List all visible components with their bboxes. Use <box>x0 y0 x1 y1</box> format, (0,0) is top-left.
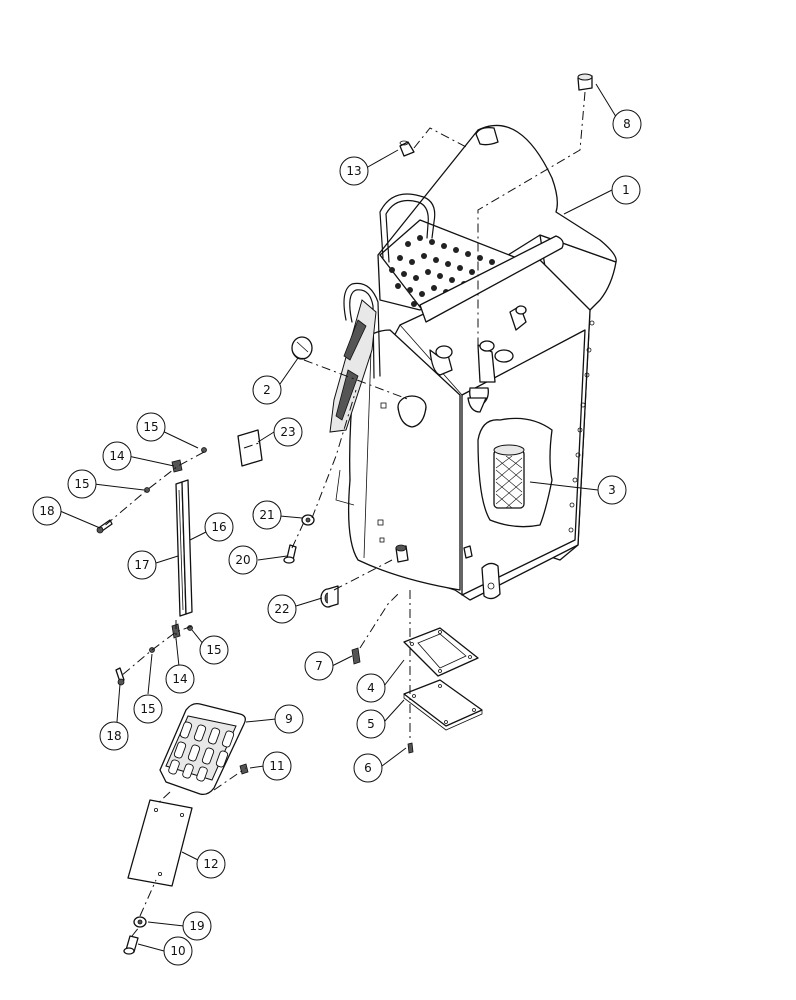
part-2-cap <box>291 336 313 360</box>
callout-19: 19 <box>182 911 212 941</box>
callout-11: 11 <box>262 751 292 781</box>
part-11-screw <box>239 763 249 775</box>
callout-label: 20 <box>235 553 250 567</box>
callout-15-bottom: 15 <box>133 694 163 724</box>
callout-label: 15 <box>74 477 89 491</box>
callout-22: 22 <box>267 594 297 624</box>
part-4-gasket <box>403 627 479 677</box>
centerlines <box>101 91 586 937</box>
callout-label: 14 <box>109 449 124 463</box>
part-6-screw <box>407 742 414 754</box>
callout-label: 18 <box>39 504 54 518</box>
part-14-clip-upper <box>171 459 183 473</box>
part-18-screw-lower <box>115 667 125 686</box>
callout-label: 23 <box>280 425 295 439</box>
callout-10: 10 <box>163 936 193 966</box>
part-5-cover-plate <box>403 679 483 731</box>
callout-label: 18 <box>106 729 121 743</box>
part-9-step <box>159 702 246 796</box>
callout-label: 8 <box>623 117 631 131</box>
part-23-decal <box>237 429 263 467</box>
part-3-filter <box>477 417 553 528</box>
callout-label: 9 <box>285 712 293 726</box>
callout-15-top: 15 <box>136 412 166 442</box>
callout-14-lower: 14 <box>165 664 195 694</box>
callout-17: 17 <box>127 550 157 580</box>
part-1-tank-housing <box>329 124 617 601</box>
callout-label: 12 <box>203 857 218 871</box>
callout-7: 7 <box>304 651 334 681</box>
callout-2: 2 <box>252 375 282 405</box>
part-10-bolt <box>123 935 139 955</box>
callout-4: 4 <box>356 673 386 703</box>
callout-label: 11 <box>269 759 284 773</box>
callout-5: 5 <box>356 709 386 739</box>
callout-label: 14 <box>172 672 187 686</box>
callout-15-right: 15 <box>199 635 229 665</box>
callout-6: 6 <box>353 753 383 783</box>
callout-18-lower: 18 <box>99 721 129 751</box>
callout-label: 5 <box>367 717 375 731</box>
part-16-17-strips <box>175 479 193 617</box>
part-21-washer <box>301 514 315 526</box>
callout-label: 17 <box>134 558 149 572</box>
callout-18-upper: 18 <box>32 496 62 526</box>
callout-label: 16 <box>211 520 226 534</box>
callout-23: 23 <box>273 417 303 447</box>
callout-16: 16 <box>204 512 234 542</box>
callout-label: 22 <box>274 602 289 616</box>
part-7-plug <box>351 647 361 665</box>
callout-label: 10 <box>170 944 185 958</box>
part-18-screw-upper <box>96 519 113 534</box>
callout-label: 15 <box>140 702 155 716</box>
part-12-plate <box>127 799 193 887</box>
callout-label: 7 <box>315 659 323 673</box>
callout-3: 3 <box>597 475 627 505</box>
callout-12: 12 <box>196 849 226 879</box>
part-8-cap <box>577 73 593 91</box>
callout-label: 4 <box>367 681 375 695</box>
callout-8: 8 <box>612 109 642 139</box>
callout-label: 2 <box>263 383 271 397</box>
callout-21: 21 <box>252 500 282 530</box>
part-19-washer <box>133 916 147 928</box>
callout-label: 19 <box>189 919 204 933</box>
callout-13: 13 <box>339 156 369 186</box>
callout-20: 20 <box>228 545 258 575</box>
callout-14-upper: 14 <box>102 441 132 471</box>
leader-lines <box>59 83 619 952</box>
callout-label: 3 <box>608 483 616 497</box>
callout-label: 21 <box>259 508 274 522</box>
callout-label: 1 <box>622 183 630 197</box>
part-20-bolt <box>283 544 297 564</box>
callout-9: 9 <box>274 704 304 734</box>
callout-1: 1 <box>611 175 641 205</box>
callout-label: 6 <box>364 761 372 775</box>
part-22-grommet <box>320 585 339 608</box>
callout-label: 13 <box>346 164 361 178</box>
callout-label: 15 <box>206 643 221 657</box>
callout-label: 15 <box>143 420 158 434</box>
part-13-elbow <box>399 126 499 157</box>
callout-15-left: 15 <box>67 469 97 499</box>
